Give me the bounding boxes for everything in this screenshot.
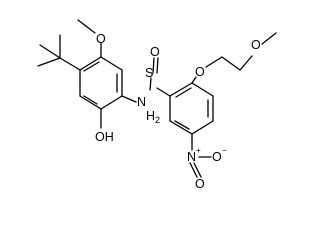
tert-butyl-group <box>37 34 81 71</box>
left-benzene-ring <box>79 56 123 110</box>
molecule-structure: O OH N H 2 S O O <box>37 19 277 191</box>
nitro-nitrogen-label: N <box>187 150 196 164</box>
ether-oxygen-label: O <box>195 65 205 79</box>
methoxy-oxygen-label: O <box>96 32 106 46</box>
sulfonyl-group: S O <box>145 45 171 97</box>
nitro-oxygen-bottom-label: O <box>195 177 205 191</box>
hydrogen-label: H <box>146 109 155 123</box>
hydroxy-label: OH <box>95 130 114 144</box>
hydroxy-group: OH <box>95 108 114 144</box>
nitro-oxygen-right-charge: − <box>222 146 227 155</box>
nitro-nitrogen-charge: + <box>196 146 201 155</box>
nitro-oxygen-right-label: O <box>212 150 222 164</box>
nitro-group: N + O − O <box>187 133 227 191</box>
nitrogen-label: N <box>137 95 146 109</box>
methoxyethoxy-chain: O O <box>191 32 277 84</box>
methoxy-group-left: O <box>77 19 106 58</box>
right-benzene-ring <box>169 82 214 135</box>
amine-linker: N H 2 <box>121 95 160 125</box>
terminal-ether-oxygen-label: O <box>251 38 261 52</box>
sulfur-label: S <box>145 66 153 80</box>
sulfonyl-oxygen-label: O <box>150 45 160 59</box>
structure-canvas: O OH N H 2 S O O <box>37 19 277 191</box>
hydrogen-count-label: 2 <box>155 115 160 125</box>
